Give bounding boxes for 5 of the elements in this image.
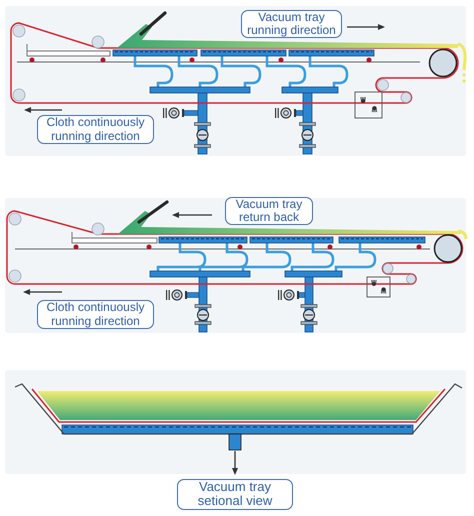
callout-label: Cloth continuously running direction xyxy=(37,115,154,144)
callout-label: Vacuum tray running direction xyxy=(241,10,342,38)
callout-label: Cloth continuously running direction xyxy=(37,300,154,329)
callout-label: Vacuum tray return back xyxy=(225,197,313,226)
callout-label: Vacuum tray setional view xyxy=(177,479,293,510)
